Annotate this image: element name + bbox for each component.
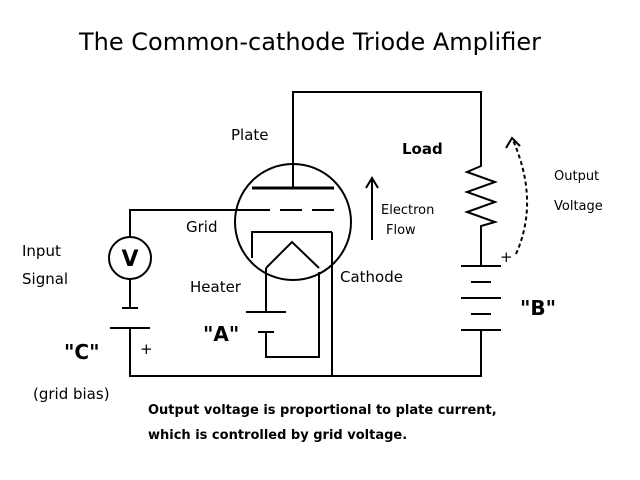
battery-c-label: "C"	[64, 340, 100, 364]
explanation-line1: Output voltage is proportional to plate …	[148, 403, 497, 418]
grid-bias-label: (grid bias)	[33, 385, 110, 403]
grid-label: Grid	[186, 218, 217, 236]
electron-flow-label-line1: Electron	[381, 203, 434, 218]
circuit-wires	[129, 91, 482, 377]
plate-label: Plate	[231, 126, 269, 144]
input-signal-label-line2: Signal	[22, 270, 68, 288]
electron-flow-arrow	[365, 176, 379, 240]
output-voltage-label-line2: Voltage	[554, 199, 603, 214]
voltmeter: V	[108, 236, 152, 280]
battery-b-label: "B"	[520, 296, 556, 320]
page-title: The Common-cathode Triode Amplifier	[78, 28, 541, 56]
output-voltage-arrow	[505, 136, 528, 255]
cathode-label: Cathode	[340, 268, 403, 286]
battery-c	[110, 307, 150, 350]
vacuum-tube	[234, 163, 352, 281]
load-resistor	[464, 150, 499, 234]
input-signal-label-line1: Input	[22, 242, 61, 260]
explanation-line2: which is controlled by grid voltage.	[148, 428, 407, 443]
battery-c-plus-sign: +	[140, 340, 153, 358]
battery-a	[246, 311, 286, 333]
electron-flow-label-line2: Flow	[386, 223, 416, 238]
tube-envelope	[234, 163, 352, 281]
cathode-electrode	[251, 231, 332, 258]
load-plus-sign: +	[500, 248, 513, 266]
battery-b	[461, 265, 501, 331]
battery-a-label: "A"	[203, 322, 239, 346]
load-label: Load	[402, 140, 443, 158]
voltmeter-symbol: V	[121, 247, 138, 272]
heater-filament	[265, 240, 320, 269]
output-voltage-label-line1: Output	[554, 169, 599, 184]
heater-label: Heater	[190, 278, 242, 296]
